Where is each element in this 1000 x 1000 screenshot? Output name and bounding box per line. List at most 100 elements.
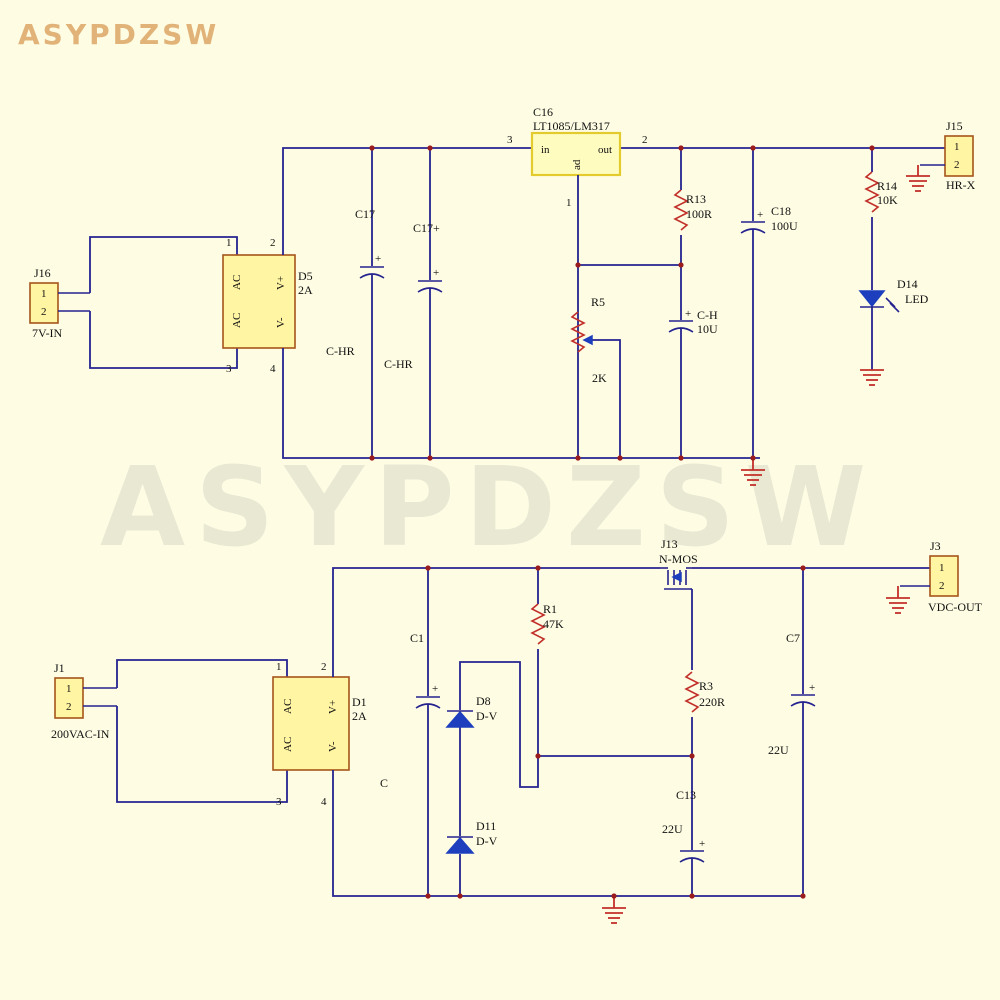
r13-value: 100R bbox=[686, 207, 712, 221]
c17plus-value: C-HR bbox=[384, 357, 413, 371]
connector-j15: J15 1 2 HR-X bbox=[906, 119, 976, 192]
d5-ref: D5 bbox=[298, 269, 313, 283]
r14-ref: R14 bbox=[877, 179, 897, 193]
ch-value: 10U bbox=[697, 322, 718, 336]
d1-vplus: V+ bbox=[327, 700, 339, 714]
c17-pol: + bbox=[375, 253, 381, 265]
led-d14: D14 LED bbox=[858, 277, 929, 370]
j16-ref: J16 bbox=[34, 266, 51, 280]
brand-logo: ASYPDZSW bbox=[18, 18, 219, 51]
d1-pin4: 4 bbox=[321, 796, 327, 808]
mosfet-j13: J13 N-MOS bbox=[659, 537, 698, 670]
capacitor-c17: + C17 C-HR bbox=[326, 148, 385, 458]
c16-adj: ad bbox=[571, 159, 583, 170]
d8-ref: D8 bbox=[476, 694, 491, 708]
c17-value: C-HR bbox=[326, 344, 355, 358]
c16-ref: C16 bbox=[533, 105, 553, 119]
j16-pin2: 2 bbox=[41, 306, 47, 318]
zener-diode-d11: D11 D-V bbox=[445, 819, 498, 854]
connector-j1: J1 1 2 200VAC-IN bbox=[51, 661, 117, 741]
ch-ref: C-H bbox=[697, 308, 718, 322]
c7-ref: C7 bbox=[786, 631, 800, 645]
c18-ref: C18 bbox=[771, 204, 791, 218]
j3-label: VDC-OUT bbox=[928, 600, 983, 614]
capacitor-ch: + C-H 10U bbox=[668, 308, 718, 458]
c17plus-ref: C17+ bbox=[413, 221, 440, 235]
j13-ref: J13 bbox=[661, 537, 678, 551]
resistor-r1: R1 47K bbox=[530, 568, 564, 756]
d1-pin3: 3 bbox=[276, 796, 282, 808]
c13-value: 22U bbox=[662, 822, 683, 836]
capacitor-c13: + C13 22U bbox=[662, 788, 705, 896]
c17plus-pol: + bbox=[433, 267, 439, 279]
j3-pin2: 2 bbox=[939, 580, 945, 592]
j16-pin1: 1 bbox=[41, 288, 47, 300]
c7-pol: + bbox=[809, 682, 815, 694]
resistor-r14: R14 10K bbox=[864, 148, 898, 290]
ch-pol: + bbox=[685, 308, 691, 320]
j1-label: 200VAC-IN bbox=[51, 727, 110, 741]
j1-pin2: 2 bbox=[66, 701, 72, 713]
capacitor-c17plus: + C17+ C-HR bbox=[384, 148, 443, 458]
d5-value: 2A bbox=[298, 283, 313, 297]
j16-label: 7V-IN bbox=[32, 326, 63, 340]
r3-ref: R3 bbox=[699, 679, 713, 693]
ground-symbol-led bbox=[860, 369, 884, 386]
r13-ref: R13 bbox=[686, 192, 706, 206]
j15-label: HR-X bbox=[946, 178, 976, 192]
c16-pin-out: 2 bbox=[642, 134, 648, 146]
resistor-r13: R13 100R bbox=[673, 148, 712, 320]
j1-ref: J1 bbox=[54, 661, 65, 675]
c16-pin-in: 3 bbox=[507, 134, 513, 146]
regulator-c16: in out ad C16 LT1085/LM317 3 2 1 bbox=[507, 105, 648, 209]
d14-ref: D14 bbox=[897, 277, 918, 291]
d14-value: LED bbox=[905, 292, 929, 306]
r5-value: 2K bbox=[592, 371, 607, 385]
ground-symbol-bottom bbox=[602, 896, 626, 924]
r1-value: 47K bbox=[543, 617, 564, 631]
d1-ac2: AC bbox=[282, 737, 294, 752]
c16-pin-adj: 1 bbox=[566, 197, 572, 209]
j3-pin1: 1 bbox=[939, 562, 945, 574]
r1-ref: R1 bbox=[543, 602, 557, 616]
d5-pin1: 1 bbox=[226, 237, 232, 249]
c7-value: 22U bbox=[768, 743, 789, 757]
d11-value: D-V bbox=[476, 834, 498, 848]
c13-ref: C13 bbox=[676, 788, 696, 802]
capacitor-c18: + C18 100U bbox=[740, 148, 798, 458]
capacitor-c7: + C7 22U bbox=[768, 568, 816, 896]
j15-ref: J15 bbox=[946, 119, 963, 133]
d5-ac2: AC bbox=[231, 313, 243, 328]
r3-value: 220R bbox=[699, 695, 725, 709]
potentiometer-r5: R5 2K bbox=[570, 295, 621, 458]
d1-value: 2A bbox=[352, 709, 367, 723]
d5-ac1: AC bbox=[231, 275, 243, 290]
d5-vminus: V- bbox=[275, 317, 287, 328]
j3-ref: J3 bbox=[930, 539, 941, 553]
resistor-r3: R3 220R bbox=[684, 671, 725, 850]
c-label: C bbox=[380, 776, 388, 790]
c16-in: in bbox=[541, 144, 550, 156]
d1-vminus: V- bbox=[327, 741, 339, 752]
d5-pin4: 4 bbox=[270, 363, 276, 375]
c18-pol: + bbox=[757, 209, 763, 221]
d5-pin2: 2 bbox=[270, 237, 276, 249]
bridge-rectifier-d1: 1 2 3 4 AC AC V+ V- D1 2A bbox=[272, 661, 367, 808]
d1-pin1: 1 bbox=[276, 661, 282, 673]
capacitor-c1: + C1 bbox=[410, 568, 441, 896]
zener-diode-d8: D8 D-V bbox=[445, 694, 498, 728]
r5-ref: R5 bbox=[591, 295, 605, 309]
watermark: ASYPDZSW bbox=[100, 443, 876, 571]
d8-value: D-V bbox=[476, 709, 498, 723]
j1-pin1: 1 bbox=[66, 683, 72, 695]
j15-pin1: 1 bbox=[954, 141, 960, 153]
d5-vplus: V+ bbox=[275, 276, 287, 290]
j15-pin2: 2 bbox=[954, 159, 960, 171]
d1-ref: D1 bbox=[352, 695, 367, 709]
c1-ref: C1 bbox=[410, 631, 424, 645]
c17-ref: C17 bbox=[355, 207, 375, 221]
c18-value: 100U bbox=[771, 219, 798, 233]
c16-value: LT1085/LM317 bbox=[533, 119, 610, 133]
c1-pol: + bbox=[432, 683, 438, 695]
